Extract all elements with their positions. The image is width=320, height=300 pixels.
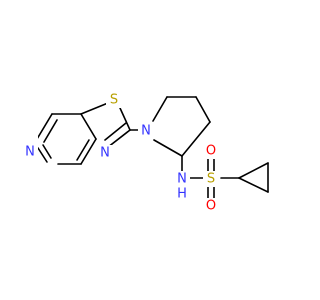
bond — [37, 147, 48, 163]
sulfonyl-oxygen-top-label: O — [206, 144, 216, 159]
piperidine-nitrogen-label: N — [141, 124, 151, 139]
bond — [238, 177, 269, 193]
molecule-diagram: N N S N N H S O O — [22, 92, 269, 214]
bond — [80, 102, 109, 115]
sulfonyl-oxygen-bottom-label: O — [206, 199, 216, 214]
bond — [36, 113, 53, 140]
bond — [238, 162, 269, 179]
amide-nitrogen-label: N — [177, 172, 187, 187]
atom-layer: N N S N N H S O O — [22, 92, 219, 214]
bond — [80, 113, 97, 140]
amide-hydrogen-label: H — [177, 187, 187, 202]
bond — [76, 139, 90, 161]
bond — [80, 138, 97, 165]
sulfonyl-sulfur-label: S — [207, 172, 215, 187]
bond — [119, 107, 131, 131]
bond — [104, 122, 127, 141]
bond — [153, 139, 183, 157]
bond — [42, 144, 52, 159]
bond — [152, 96, 168, 122]
bond — [181, 121, 211, 157]
bond — [195, 96, 211, 123]
bond-layer — [36, 96, 269, 199]
thiazole-nitrogen-label: N — [100, 146, 110, 161]
thiazole-sulfur-label: S — [110, 93, 118, 108]
pyridine-nitrogen-label: N — [25, 145, 35, 160]
bond — [43, 119, 58, 143]
